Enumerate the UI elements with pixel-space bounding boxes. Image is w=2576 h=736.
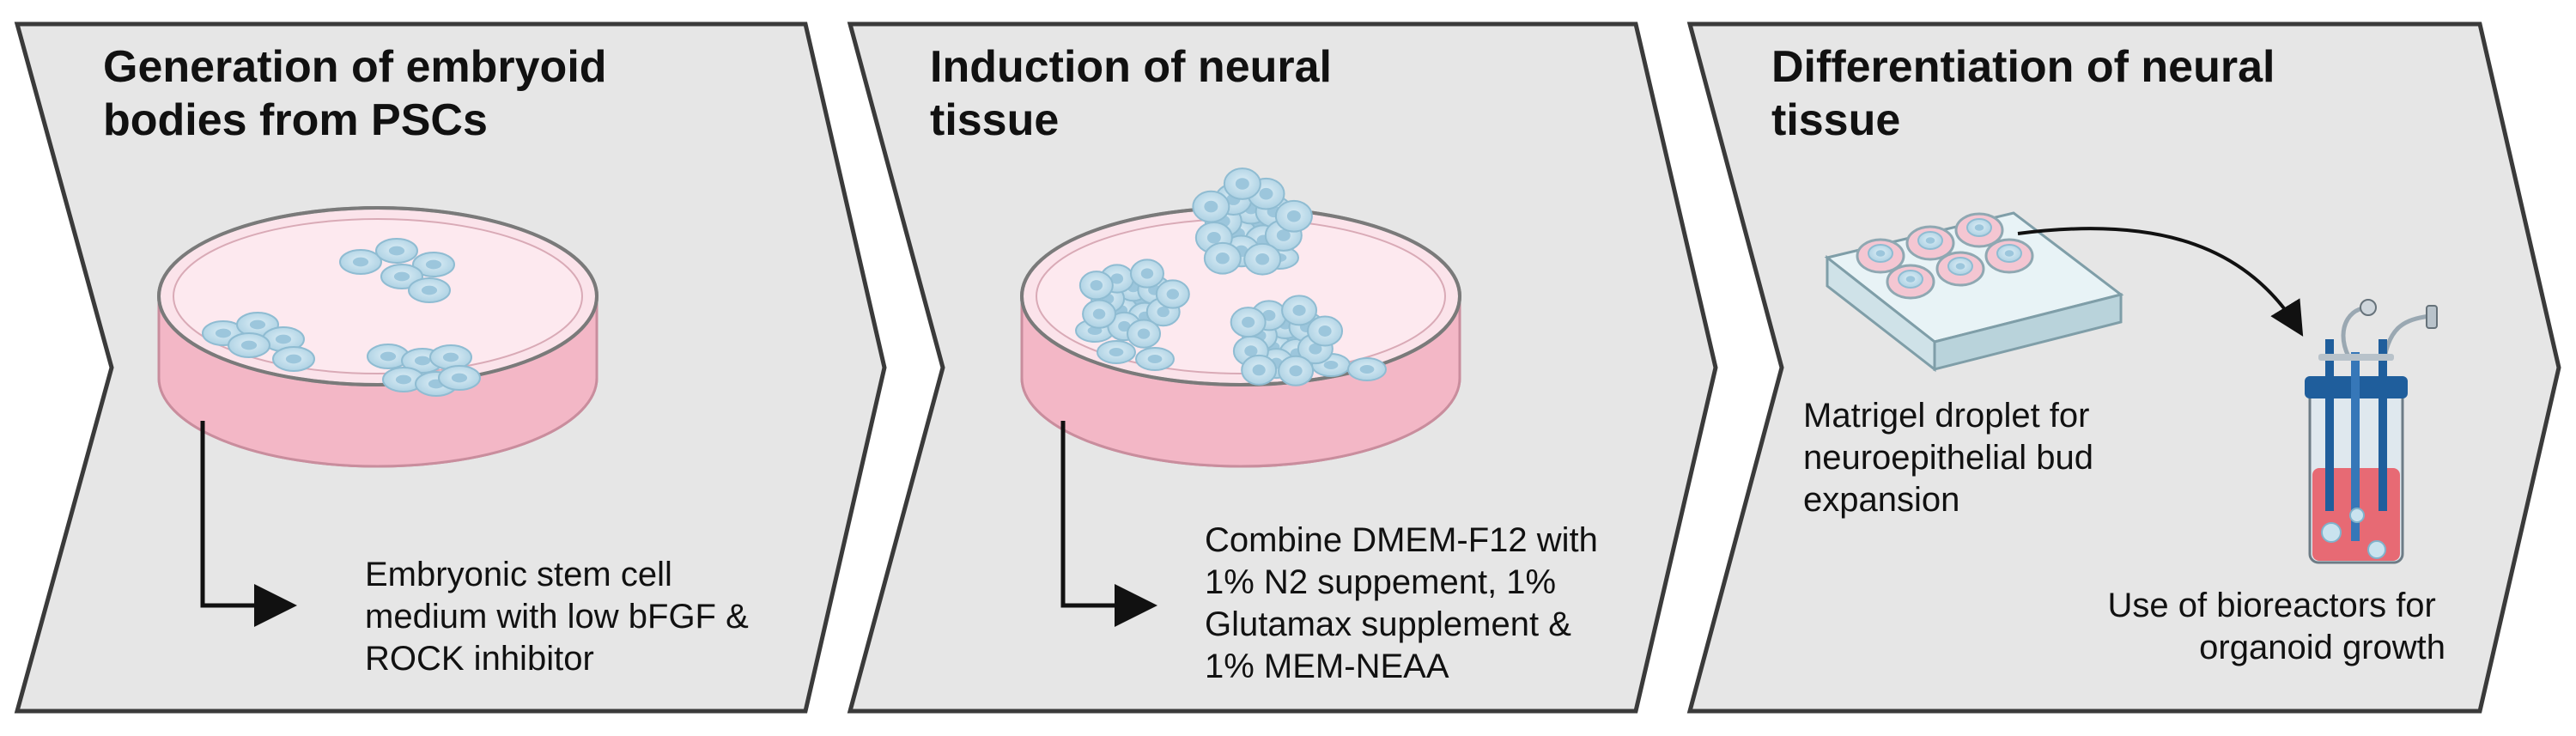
panel-3-note2-line-1: Use of bioreactors for xyxy=(2107,587,2435,624)
panel-3-note-line-2: neuroepithelial bud xyxy=(1803,439,2093,477)
panel-3-title-line-1: Differentiation of neural xyxy=(1771,42,2275,92)
panel-1: Generation of embryoid bodies from PSCs … xyxy=(14,21,887,714)
bioreactor-icon xyxy=(2305,299,2438,564)
well-plate-icon xyxy=(1824,211,2124,373)
panel-3: Differentiation of neural tissue xyxy=(1686,21,2561,714)
panel-2-note-line-2: 1% N2 suppement, 1% xyxy=(1205,563,1556,601)
svg-text:Embryonic stem cell medi: Embryonic stem cell medium with low bFGF… xyxy=(365,556,758,678)
panel-2-note-line-3: Glutamax supplement & xyxy=(1205,605,1571,643)
panel-1-note-line-1: Embryonic stem cell xyxy=(365,556,672,593)
panel-2-title-line-2: tissue xyxy=(930,95,1059,145)
embryoid-body-clusters-icon xyxy=(1075,167,1387,386)
panel-2-arrow-icon xyxy=(1060,421,1157,627)
svg-text:Combine DMEM-F12 with 1%: Combine DMEM-F12 with 1% N2 suppement, 1… xyxy=(1205,521,1607,685)
panel-3-note2-line-2: organoid growth xyxy=(2199,629,2445,666)
panel-2-title-line-1: Induction of neural xyxy=(930,42,1332,92)
panel-3-note-line-3: expansion xyxy=(1803,481,1959,519)
panel-2-note-line-4: 1% MEM-NEAA xyxy=(1205,648,1449,685)
stem-cells-icon xyxy=(202,238,481,397)
panel-1-arrow-icon xyxy=(200,421,297,627)
panel-2-note-line-1: Combine DMEM-F12 with xyxy=(1205,521,1598,559)
panel-3-title-line-2: tissue xyxy=(1771,95,1900,145)
panel-1-note-line-3: ROCK inhibitor xyxy=(365,640,594,678)
svg-text:Matrigel droplet for neu: Matrigel droplet for neuroepithelial bud… xyxy=(1803,397,2103,519)
petri-dish-icon xyxy=(157,206,598,468)
svg-text:Generation of embryoid b: Generation of embryoid bodies from PSCs xyxy=(103,42,619,145)
svg-text:Use of bioreactors for o: Use of bioreactors for organoid growth xyxy=(2107,587,2445,666)
panel-1-title-line-2: bodies from PSCs xyxy=(103,95,488,145)
transfer-arrow-icon xyxy=(2017,227,2304,337)
panel-3-note-line-1: Matrigel droplet for xyxy=(1803,397,2089,435)
panel-1-note-line-2: medium with low bFGF & xyxy=(365,598,749,636)
panel-1-title-line-1: Generation of embryoid xyxy=(103,42,607,92)
svg-text:Differentiation of neural: Differentiation of neural tissue xyxy=(1771,42,2287,145)
panel-2: Induction of neural tissue Combine DMEM-… xyxy=(847,21,1718,714)
svg-text:Induction of neural tiss: Induction of neural tissue xyxy=(930,42,1344,145)
